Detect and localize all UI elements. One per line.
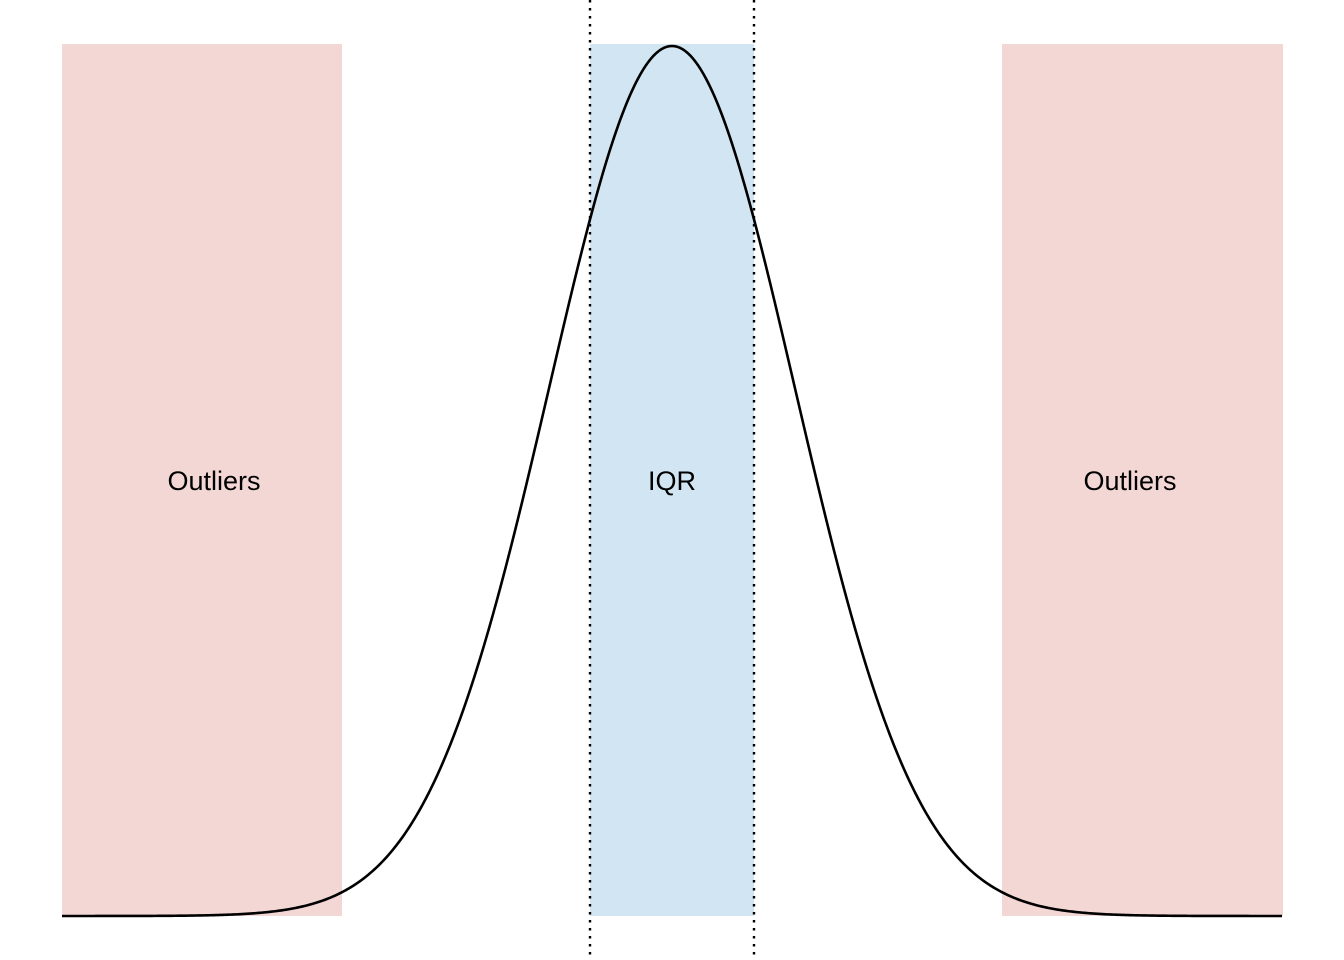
right-outlier-region <box>1002 44 1283 916</box>
iqr-label: IQR <box>648 466 696 496</box>
left-outliers-label: Outliers <box>167 466 260 496</box>
left-outlier-region <box>62 44 342 916</box>
iqr-region <box>590 44 754 916</box>
right-outliers-label: Outliers <box>1083 466 1176 496</box>
distribution-curve <box>62 44 1282 918</box>
